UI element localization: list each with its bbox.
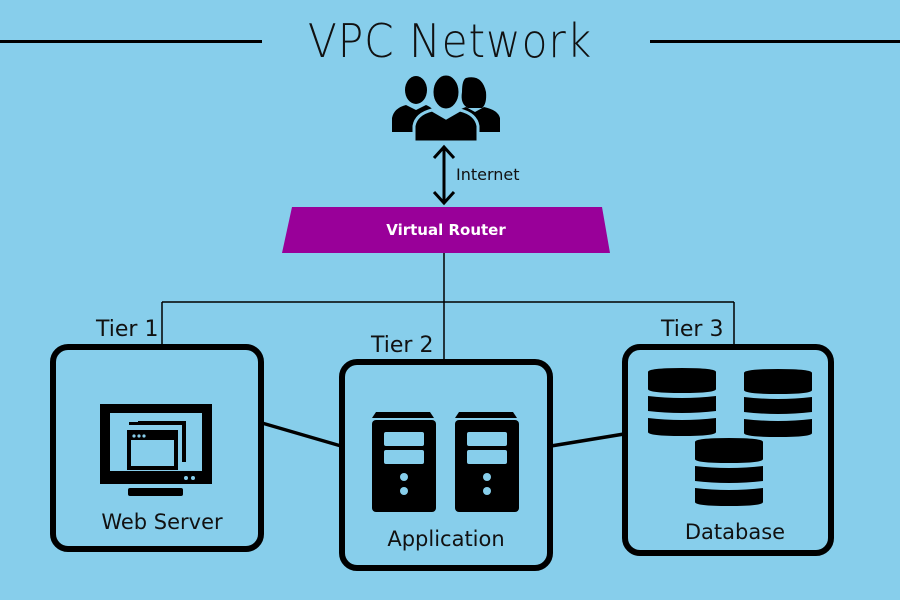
- app-db-link: [550, 432, 625, 448]
- page-title: VPC Network: [307, 14, 593, 68]
- tier1-box-web-server[interactable]: [50, 344, 264, 552]
- tier1-name: Web Server: [101, 510, 223, 534]
- tier1-label: Tier 1: [96, 317, 159, 342]
- internet-label: Internet: [456, 165, 520, 184]
- tier2-label: Tier 2: [371, 333, 434, 358]
- users-group-icon: [392, 72, 500, 142]
- title-rule-right: [650, 40, 900, 43]
- router-label: Virtual Router: [386, 221, 506, 239]
- title-rule-left: [0, 40, 262, 43]
- monitor-windows-icon: [100, 404, 212, 496]
- tier2-box-application[interactable]: [339, 359, 553, 571]
- server-towers-icon: [372, 412, 519, 512]
- router-shape: [282, 207, 610, 253]
- tier2-name: Application: [387, 527, 505, 551]
- tier3-label: Tier 3: [661, 317, 724, 342]
- tier3-name: Database: [684, 520, 786, 544]
- web-app-link: [261, 421, 342, 448]
- tier3-box-database[interactable]: [622, 344, 834, 556]
- database-stack-icon: [648, 368, 812, 506]
- bidirectional-arrow-icon: [432, 144, 456, 206]
